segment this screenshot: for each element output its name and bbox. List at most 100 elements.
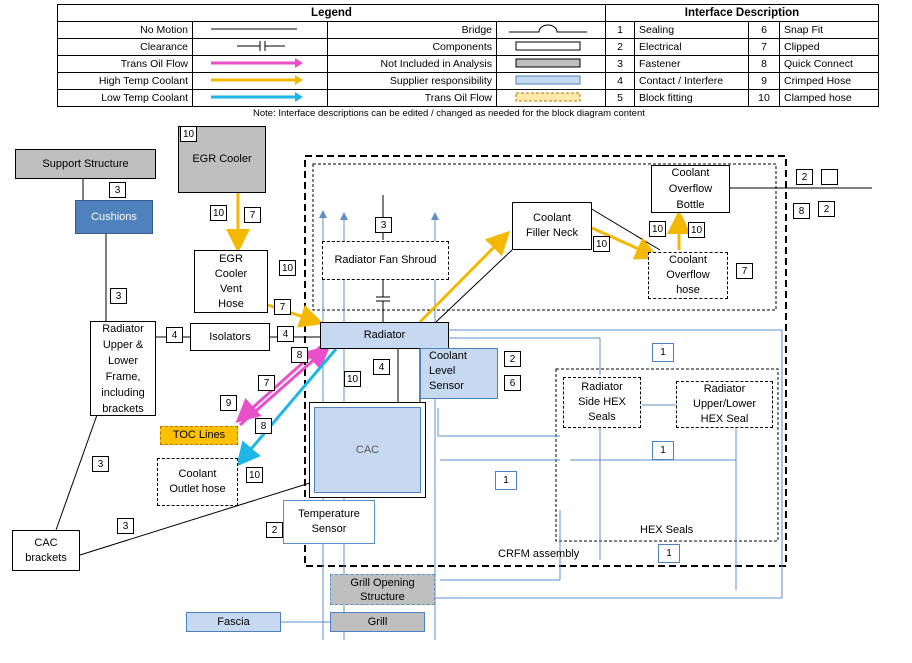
frame-line: Upper & [102,338,144,351]
iface-label: 8 [291,347,308,363]
fascia-block: Fascia [186,612,281,632]
iface-label: 10 [593,236,610,252]
iface-label: 1 [652,343,674,362]
iface-label: 3 [109,182,126,198]
hex-seals-label: HEX Seals [640,524,694,536]
iface-label: 2 [504,351,521,367]
sidehex-line: Radiator [581,381,623,393]
radiator-block: Radiator [320,322,449,349]
iface-label [821,169,838,185]
temp-line: Sensor [311,523,347,535]
temp-line: Temperature [298,508,360,520]
iface-label: 1 [658,544,680,563]
iface-desc: Clipped [779,38,879,56]
iface-label: 1 [652,441,674,460]
iface-label: 10 [279,260,296,276]
upperhex-line: Radiator [703,383,746,395]
legend-table: Legend Interface Description No Motion B… [57,4,879,107]
support-structure-block: Support Structure [15,149,156,179]
crfm-assembly-label: CRFM assembly [498,548,580,560]
iface-label: 10 [210,205,227,221]
cac-inner: CAC [314,407,421,493]
bottle-line: Coolant [671,167,710,179]
frame-line: Radiator [102,322,144,335]
isolators-block: Isolators [190,323,270,351]
upperhex-line: Upper/Lower [693,398,756,410]
legend-high-temp: High Temp Coolant [57,72,193,90]
side-hex-seals-block: Radiator Side HEX Seals [563,377,641,428]
low-temp-coolant-line [236,348,338,467]
brackets-line: CAC [34,536,58,549]
iface-label: 7 [244,207,261,223]
iface-label: 7 [736,263,753,279]
high-temp-coolant-lines [226,193,691,328]
note-text: Note: Interface descriptions can be edit… [253,108,645,119]
level-line: Sensor [429,380,464,392]
legend-trans-oil: Trans Oil Flow [57,55,193,73]
iface-label: 7 [258,375,275,391]
egr-vent-line: Vent [219,282,243,295]
overflow-bottle-block: Coolant Overflow Bottle [651,165,730,213]
level-sensor-block: Coolant Level Sensor [420,348,498,399]
outlet-line: Outlet hose [169,483,226,495]
bottle-line: Overflow [668,183,713,195]
legend-low-temp-symbol [192,89,328,107]
iface-label: 1 [495,471,517,490]
fan-shroud-block: Radiator Fan Shroud [322,241,449,280]
hex-seals-boundary [555,368,779,542]
legend-trans-oil-flow: Trans Oil Flow [327,89,497,107]
filler-neck-block: Coolant Filler Neck [512,202,592,250]
trans-oil-lines [235,340,331,427]
iface-label: 9 [220,395,237,411]
filler-line: Filler Neck [526,227,578,239]
iface-label: 10 [180,126,197,142]
iface-label: 7 [274,299,291,315]
iface-label: 10 [344,371,361,387]
frame-line: including [101,386,145,399]
upperhex-line: HEX Seal [700,413,749,425]
iface-desc: Block fitting [634,89,749,107]
grill-block: Grill [330,612,425,632]
iface-desc: Electrical [634,38,749,56]
iface-label: 3 [117,518,134,534]
coolant-outlet-block: Coolant Outlet hose [157,458,238,506]
iface-label: 4 [166,327,183,343]
iface-label: 8 [793,203,810,219]
iface-label: 10 [688,222,705,238]
egr-vent-line: Cooler [214,267,248,280]
sidehex-line: Side HEX [578,396,626,408]
toc-lines-block: TOC Lines [160,426,238,445]
iface-label: 10 [649,221,666,237]
temp-sensor-block: Temperature Sensor [283,500,375,544]
grill-opening-line: Structure [360,590,405,603]
iface-label: 3 [92,456,109,472]
cac-brackets-block: CAC brackets [12,530,80,571]
sidehex-line: Seals [588,411,616,423]
overflow-hose-block: Coolant Overflow hose [648,252,728,299]
iface-label: 6 [504,375,521,391]
legend-supplier: Supplier responsibility [327,72,497,90]
cushions-block: Cushions [75,200,153,234]
frame-line: brackets [102,402,144,415]
level-line: Level [429,365,456,377]
frame-line: Lower [108,354,138,367]
legend-low-temp: Low Temp Coolant [57,89,193,107]
cac-block: CAC [309,402,426,498]
iface-label: 3 [110,288,127,304]
brackets-line: brackets [25,551,67,564]
iface-desc: Clamped hose [779,89,879,107]
iface-label: 10 [246,467,263,483]
legend-components: Components [327,38,497,56]
no-motion-lines [55,178,872,556]
egr-vent-line: Hose [218,297,244,310]
iface-label: 2 [796,169,813,185]
ovhose-line: Coolant [669,254,707,266]
radiator-frame-block: Radiator Upper & Lower Frame, including … [90,321,156,416]
ovhose-line: hose [676,284,700,296]
upper-hex-seal-block: Radiator Upper/Lower HEX Seal [676,381,773,428]
bottle-line: Bottle [676,199,705,211]
iface-num: 10 [748,89,780,107]
frame-line: Frame, [105,370,141,383]
iface-label: 4 [373,359,390,375]
